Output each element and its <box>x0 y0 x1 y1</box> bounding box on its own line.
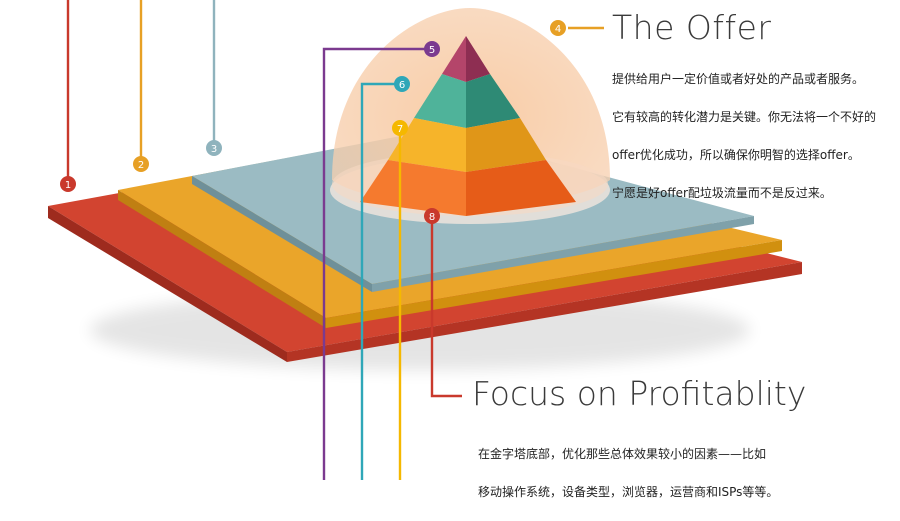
leader-lines <box>66 0 604 480</box>
marker-label: 8 <box>429 212 435 223</box>
marker-4: 4 <box>550 20 566 36</box>
marker-label: 3 <box>211 144 217 155</box>
focus-description: 在金字塔底部，优化那些总体效果较小的因素——比如 移动操作系统，设备类型，浏览器… <box>478 426 798 521</box>
offer-description: 提供给用户一定价值或者好处的产品或者服务。 它有较高的转化潜力是关键。你无法将一… <box>612 51 892 222</box>
focus-line: 在金字塔底部，优化那些总体效果较小的因素——比如 <box>478 447 767 461</box>
marker-label: 2 <box>138 160 144 171</box>
marker-5: 5 <box>424 41 440 57</box>
offer-title: The Offer <box>612 8 772 47</box>
offer-line: 宁愿是好offer配垃圾流量而不是反过来。 <box>612 186 832 200</box>
marker-8: 8 <box>424 208 440 224</box>
marker-3: 3 <box>206 140 222 156</box>
offer-line: 它有较高的转化潜力是关键。你无法将一个不好的 <box>612 110 877 124</box>
pyramid-diagram: 1 2 3 4 5 6 7 8 <box>48 0 802 480</box>
pyramid <box>360 36 576 216</box>
offer-line: offer优化成功，所以确保你明智的选择offer。 <box>612 148 860 162</box>
marker-label: 4 <box>555 24 561 35</box>
offer-line: 提供给用户一定价值或者好处的产品或者服务。 <box>612 72 865 86</box>
marker-1: 1 <box>60 176 76 192</box>
marker-label: 5 <box>429 45 435 56</box>
marker-label: 1 <box>65 180 71 191</box>
marker-2: 2 <box>133 156 149 172</box>
marker-6: 6 <box>394 76 410 92</box>
marker-label: 6 <box>399 80 405 91</box>
leader-line-8 <box>430 216 462 398</box>
focus-line: 移动操作系统，设备类型，浏览器，运营商和ISPs等等。 <box>478 485 779 499</box>
leader-line-6 <box>360 82 402 480</box>
leader-line-5 <box>322 47 432 480</box>
marker-7: 7 <box>392 120 408 136</box>
marker-label: 7 <box>397 124 403 135</box>
focus-title: Focus on Profitablity <box>472 374 807 413</box>
